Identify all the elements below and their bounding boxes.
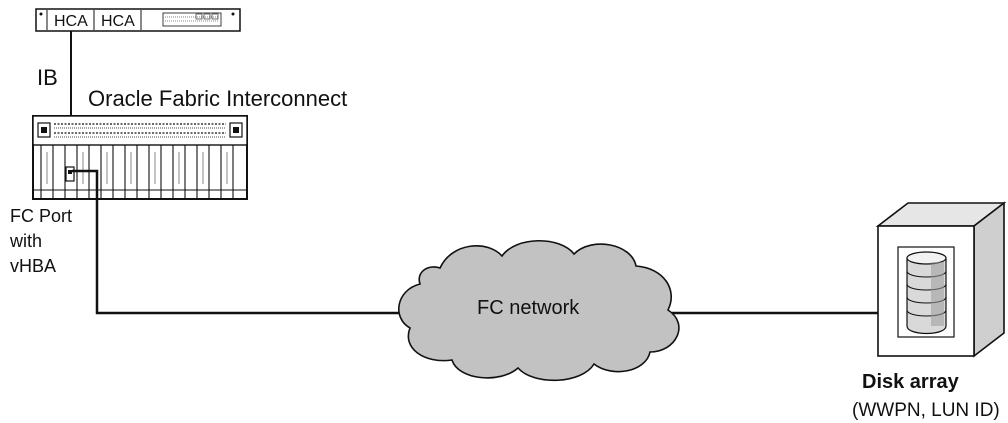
ib-label: IB <box>37 65 58 90</box>
disk-array-icon <box>875 201 1007 358</box>
interconnect-title: Oracle Fabric Interconnect <box>88 86 347 111</box>
fc-link-line <box>72 169 404 315</box>
hca-label-right: HCA <box>101 13 135 30</box>
disk-array-subtitle: (WWPN, LUN ID) <box>852 400 1000 421</box>
card-slots <box>33 145 247 199</box>
server-ports-detail <box>162 12 235 27</box>
fc-port-label-line3: vHBA <box>10 256 56 276</box>
fc-network-cloud <box>398 239 680 382</box>
server-chassis: HCA HCA <box>35 8 241 32</box>
fabric-interconnect-chassis <box>32 115 248 200</box>
disk-array-title: Disk array <box>862 371 960 393</box>
hca-label-left: HCA <box>54 13 88 30</box>
fc-port-label-line1: FC Port <box>10 206 72 226</box>
fc-port-label-line2: with <box>9 231 42 251</box>
fc-network-label: FC network <box>477 297 580 319</box>
